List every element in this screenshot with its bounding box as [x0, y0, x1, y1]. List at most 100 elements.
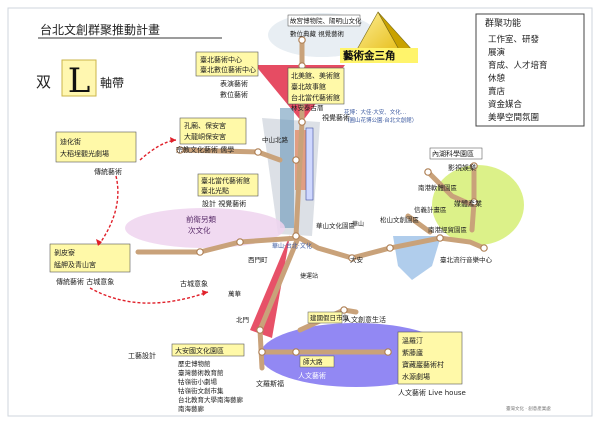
left-top-group: 孔廟、保安宮 大龍峒保安宮 宗教文化藝術 儒學 — [176, 117, 247, 154]
left-top-item-1: 孔廟、保安宮 — [184, 121, 226, 130]
corridor-label-box — [305, 127, 314, 201]
media-label: 媒體產業 — [454, 199, 482, 208]
bottom-center-item: 南海藝廊 — [178, 404, 205, 413]
functions-title: 群聚功能 — [485, 17, 521, 29]
left-mid-item-1: 迪化街 — [60, 137, 81, 146]
bottom-center-group: 工藝設計 大安國文化園區 歷史博物館臺灣藝術教育館牯嶺街小劇場牯嶺街文創市集台北… — [128, 311, 386, 413]
art-caption-2: 數位藝術 — [220, 90, 248, 99]
jianguo-label: 建國假日市集 — [310, 313, 350, 322]
bottom-center-item: 歷史博物館 — [178, 359, 211, 368]
center-design-group: 臺北當代藝術館 臺北光點 設計 視覺藝術 — [197, 173, 259, 208]
craft-label: 工藝設計 — [128, 351, 156, 360]
station-labels: 中山北路 西門町 萬華 北門 華山文化園區 大安 捷運站 華山·台北·文化 松山… — [228, 135, 447, 324]
bottom-center-item: 臺灣藝術教育館 — [178, 368, 224, 377]
label-songshan: 松山文創園區 — [380, 215, 420, 224]
badge-letter: L — [68, 61, 91, 101]
art-caption-1: 表演藝術 — [220, 79, 248, 88]
label-zhongshan: 中山北路 — [262, 135, 289, 144]
bottom-center-item: 台北教育大學南海藝廊 — [178, 395, 244, 404]
left-mid-item-2: 大稻埕觀光劇場 — [60, 149, 109, 158]
right-cluster: 內湖科學園區 影視娛樂 媒體產業 南港軟體園區 南港經貿園區 臺北流行音樂中心 — [418, 147, 493, 264]
huashan-caption: 次文化 — [188, 225, 211, 235]
bottom-right-item: 紫藤廬 — [402, 348, 423, 357]
station-node — [298, 36, 306, 44]
station-node — [436, 234, 444, 242]
station-node — [292, 156, 300, 164]
art-item-1: 臺北藝術中心 — [200, 55, 242, 64]
design-sub: 林安泰古厝 — [291, 103, 324, 112]
center-design-item-1: 臺北當代藝術館 — [201, 176, 250, 185]
station-node — [384, 348, 392, 356]
design-item-1: 北美館、美術館 — [291, 71, 340, 80]
right-item-1: 南港軟體園區 — [418, 183, 458, 192]
label-beimen: 北門 — [236, 316, 249, 324]
design-group: 北美館、美術館 臺北故事館 台北當代藝術館 林安泰古厝 視覺藝術 — [287, 67, 350, 122]
functions-item: 賣店 — [488, 86, 506, 97]
media-ellipse — [432, 165, 524, 245]
top-cluster: 故宮博物院、陽明山文化 數位典藏 視覺藝術 — [287, 14, 362, 38]
huashan-title: 前衛另類 — [186, 214, 216, 224]
functions-item: 工作室、研發 — [488, 34, 540, 45]
label-daan: 大安 — [350, 255, 364, 264]
wenqing-label: 人文創意生活 — [344, 315, 386, 324]
label-taipei101: 信義計畫區 — [414, 205, 447, 214]
corridor-strip — [280, 108, 294, 228]
station-node — [256, 326, 264, 334]
station-node — [292, 232, 300, 240]
left-bottom-item-2: 艋舺及青山宮 — [54, 260, 96, 269]
center-design-item-2: 臺北光點 — [201, 186, 229, 195]
art-item-2: 臺北數位藝術中心 — [200, 65, 256, 74]
left-mid-group: 迪化街 大稻埕觀光劇場 傳統藝術 — [55, 131, 137, 176]
bottom-right-item: 寶藏巖藝術村 — [402, 360, 444, 369]
bottom-right-item: 溫羅汀 — [402, 336, 423, 345]
note-line-2: （圓山花博公園·台北文創館） — [344, 116, 417, 124]
functions-item: 展演 — [488, 47, 506, 58]
stations — [176, 36, 488, 356]
bottom-center-item: 牯嶺街小劇場 — [178, 377, 218, 386]
station-node — [236, 238, 244, 246]
ancient-city-label: 古城意象 — [180, 279, 208, 288]
functions-item: 育成、人才培育 — [488, 60, 548, 71]
art-group: 臺北藝術中心 臺北數位藝術中心 表演藝術 數位藝術 — [195, 51, 259, 99]
label-ximen: 西門町 — [248, 256, 268, 264]
footer-text: 臺灣文化 · 創意產業處 — [506, 405, 551, 412]
label-huashan-short: 華山 — [352, 220, 364, 228]
double-l-axis-badge: 双 L 軸帶 — [36, 59, 124, 101]
left-top-item-2: 大龍峒保安宮 — [184, 132, 226, 141]
left-bottom-group: 剝皮寮 艋舺及青山宮 傳統藝術 古城意象 — [49, 243, 131, 286]
badge-left: 双 — [36, 73, 51, 91]
red-funnel-bottom — [250, 235, 290, 338]
note-line-1: 花博：大佳·大安、文化… — [344, 108, 406, 116]
bottom-right-item: 水源劇場 — [402, 372, 430, 381]
bottom-right-caption: 人文藝術 Live house — [398, 388, 466, 397]
center-design-caption: 設計 視覺藝術 — [202, 199, 246, 208]
pyramid-label: 藝術金三角 — [343, 49, 396, 62]
left-mid-caption: 傳統藝術 — [94, 167, 122, 176]
station-node — [340, 306, 348, 314]
badge-right: 軸帶 — [100, 76, 124, 90]
station-node — [176, 146, 184, 154]
design-caption: 視覺藝術 — [322, 113, 350, 122]
top-cluster-title: 故宮博物院、陽明山文化 — [290, 16, 362, 25]
functions-item: 美學空間氛圍 — [488, 112, 539, 123]
label-wanhua: 萬華 — [228, 289, 242, 298]
pyramid-label-bg — [340, 48, 418, 63]
station-node — [470, 198, 478, 206]
page-title: 台北文創群聚推動計畫 — [40, 22, 160, 37]
bottom-center-title: 大安國文化園區 — [175, 346, 224, 355]
wenluo-label: 文羅斯福 — [256, 379, 284, 388]
left-bottom-caption: 傳統藝術 古城意象 — [56, 277, 114, 286]
top-cluster-caption: 數位典藏 視覺藝術 — [290, 29, 345, 38]
right-item-2: 南港經貿園區 — [428, 225, 468, 234]
station-node — [424, 168, 432, 176]
label-huashan-park: 華山文化園區 — [316, 221, 356, 230]
label-mrt: 捷運站 — [300, 272, 318, 280]
arrow-heads — [96, 137, 208, 296]
station-node — [386, 244, 394, 252]
station-node — [258, 348, 266, 356]
bottom-center-item: 牯嶺街文創市集 — [178, 386, 224, 395]
